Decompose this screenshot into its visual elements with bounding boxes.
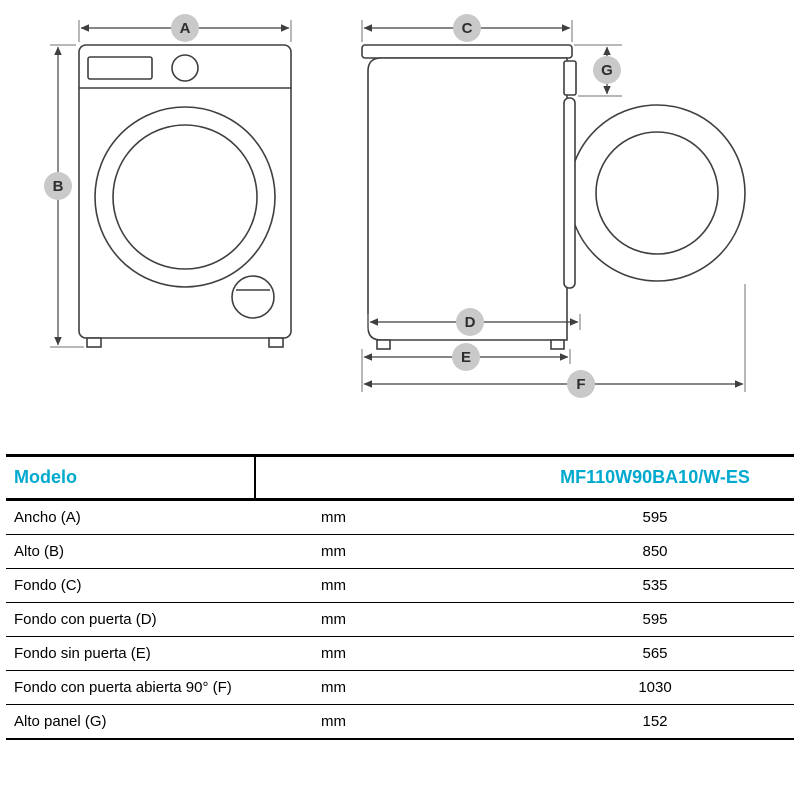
dim-badge-d: [456, 308, 484, 336]
spec-label: Fondo sin puerta (E): [14, 645, 151, 662]
control-knob: [171, 54, 199, 82]
filter-cover: [231, 275, 275, 319]
spec-label: Fondo con puerta (D): [14, 611, 157, 628]
spec-unit: mm: [321, 645, 346, 662]
table-row-fondo-puerta-abierta: Fondo con puerta abierta 90° (F) mm 1030: [6, 670, 794, 704]
dim-label-c: C: [462, 20, 473, 37]
dim-badge-c: [453, 14, 481, 42]
dimension-g: G: [574, 44, 622, 97]
dim-label-f: F: [576, 376, 585, 393]
open-door-inner: [595, 131, 719, 255]
spec-unit: mm: [321, 543, 346, 560]
washer-dimension-drawing: A B C G D: [44, 14, 746, 398]
side-back-foot: [376, 339, 391, 350]
spec-label: Alto panel (G): [14, 713, 107, 730]
table-row-alto-panel: Alto panel (G) mm 152: [6, 704, 794, 738]
detergent-drawer: [87, 56, 153, 80]
table-header-row: Modelo MF110W90BA10/W-ES: [6, 457, 794, 501]
spec-value: 850: [642, 543, 668, 560]
spec-unit: mm: [321, 611, 346, 628]
dimension-e: E: [361, 343, 571, 392]
dim-label-e: E: [461, 349, 471, 366]
top-lid: [361, 44, 573, 59]
control-panel-edge: [563, 60, 577, 96]
table-row-ancho: Ancho (A) mm 595: [6, 501, 794, 534]
spec-value: 595: [642, 611, 668, 628]
spec-label: Fondo con puerta abierta 90° (F): [14, 679, 232, 696]
spec-value: 152: [642, 713, 668, 730]
dim-label-b: B: [53, 178, 64, 195]
dimensions-diagram: A B C G D: [44, 14, 746, 398]
dim-badge-a: [171, 14, 199, 42]
side-view: [361, 44, 746, 350]
dim-label-a: A: [180, 20, 191, 37]
side-front-foot: [550, 339, 565, 350]
spec-unit: mm: [321, 509, 346, 526]
model-header-label: Modelo: [6, 457, 256, 498]
table-row-fondo: Fondo (C) mm 535: [6, 568, 794, 602]
spec-label: Fondo (C): [14, 577, 82, 594]
dimension-c: C: [361, 14, 573, 42]
dim-label-d: D: [465, 314, 476, 331]
dim-badge-e: [452, 343, 480, 371]
dim-label-g: G: [601, 62, 613, 79]
dimension-b: B: [44, 44, 84, 348]
front-view: [78, 44, 292, 348]
spec-unit: mm: [321, 713, 346, 730]
front-left-foot: [86, 337, 102, 348]
dimension-d: D: [367, 308, 581, 336]
spec-table: Modelo MF110W90BA10/W-ES Ancho (A) mm 59…: [6, 454, 794, 740]
table-row-fondo-con-puerta: Fondo con puerta (D) mm 595: [6, 602, 794, 636]
table-row-fondo-sin-puerta: Fondo sin puerta (E) mm 565: [6, 636, 794, 670]
door-hinge-strip: [563, 97, 576, 289]
spec-value: 565: [642, 645, 668, 662]
spec-unit: mm: [321, 577, 346, 594]
dim-badge-f: [567, 370, 595, 398]
dim-badge-g: [593, 56, 621, 84]
spec-value: 1030: [638, 679, 672, 696]
front-right-foot: [268, 337, 284, 348]
spec-value: 595: [642, 509, 668, 526]
door-inner-ring: [112, 124, 258, 270]
model-number: MF110W90BA10/W-ES: [560, 467, 750, 487]
table-row-alto: Alto (B) mm 850: [6, 534, 794, 568]
dimension-f: F: [363, 284, 746, 398]
spec-unit: mm: [321, 679, 346, 696]
spec-label: Ancho (A): [14, 509, 81, 526]
spec-value: 535: [642, 577, 668, 594]
dimension-a: A: [78, 14, 292, 42]
dim-badge-b: [44, 172, 72, 200]
spec-label: Alto (B): [14, 543, 65, 560]
side-body: [367, 57, 568, 341]
